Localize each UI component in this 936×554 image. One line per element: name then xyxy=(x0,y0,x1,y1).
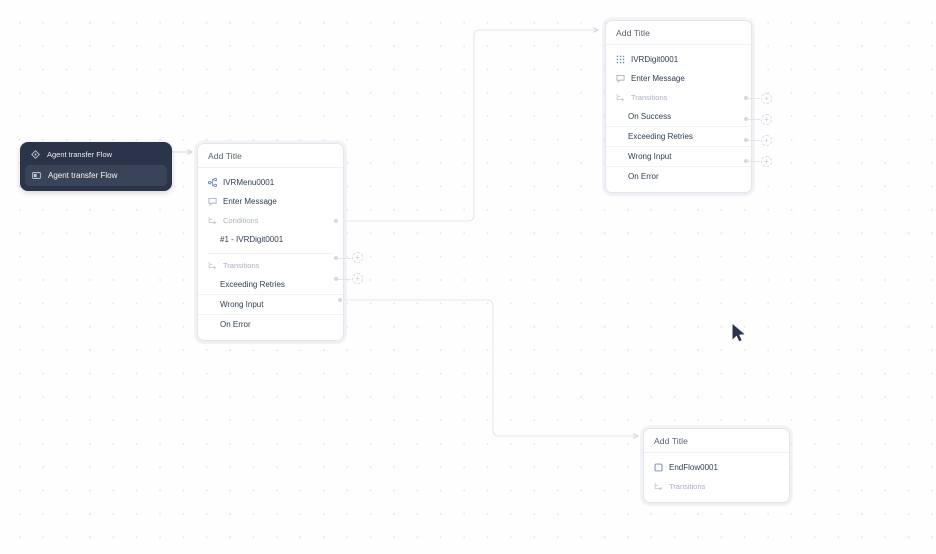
section-transitions: Transitions xyxy=(198,256,343,275)
section-transitions: Transitions xyxy=(606,88,751,107)
end-flow-node[interactable]: Add Title EndFlow0001 xyxy=(643,428,790,503)
edge-source-dot-wrong-input[interactable] xyxy=(334,277,338,281)
row-label: Wrong Input xyxy=(220,300,264,309)
row-divider xyxy=(208,253,333,254)
connector-stub xyxy=(748,140,760,141)
add-connector-button[interactable]: + xyxy=(761,156,772,167)
section-label: Transitions xyxy=(631,93,668,102)
mouse-pointer-icon xyxy=(731,323,747,343)
row-label: Wrong Input xyxy=(628,152,672,161)
row-label: #1 - IVRDigit0001 xyxy=(220,235,284,244)
row-label: On Error xyxy=(628,172,659,181)
row-condition-1[interactable]: #1 - IVRDigit0001 xyxy=(198,230,343,249)
section-label: Conditions xyxy=(223,216,259,225)
edge-source-dot-wrong-input[interactable] xyxy=(744,138,748,142)
branch-icon xyxy=(208,216,217,225)
section-transitions: Transitions xyxy=(644,477,789,496)
node-title[interactable]: Add Title xyxy=(606,21,751,45)
message-bubble-icon xyxy=(208,197,217,206)
row-ivrmenu0001[interactable]: IVRMenu0001 xyxy=(198,173,343,192)
section-conditions: Conditions xyxy=(198,211,343,230)
connector-stub xyxy=(338,258,351,259)
section-label: Transitions xyxy=(223,261,260,270)
row-label: Exceeding Retries xyxy=(220,280,285,289)
ivr-menu-node[interactable]: Add Title IVRMenu0001 xyxy=(197,143,344,341)
edge-source-dot-on-error[interactable] xyxy=(338,298,342,302)
edge-source-dot-on-success[interactable] xyxy=(744,96,748,100)
agent-node-item-label: Agent transfer Flow xyxy=(48,171,118,180)
row-on-error[interactable]: On Error xyxy=(606,166,751,186)
row-enter-message[interactable]: Enter Message xyxy=(606,69,751,88)
row-label: On Error xyxy=(220,320,251,329)
sitemap-icon xyxy=(208,178,217,187)
agent-node-header-label: Agent transfer Flow xyxy=(47,150,113,159)
add-connector-button[interactable]: + xyxy=(761,93,772,104)
node-title[interactable]: Add Title xyxy=(644,429,789,453)
row-on-error[interactable]: On Error xyxy=(198,314,343,334)
connector-stub xyxy=(748,119,760,120)
diamond-node-icon xyxy=(31,150,40,159)
ivr-digit-node[interactable]: Add Title xyxy=(605,20,752,193)
row-ivrdigit0001[interactable]: IVRDigit0001 xyxy=(606,50,751,69)
branch-icon xyxy=(654,482,663,491)
row-on-success[interactable]: On Success xyxy=(606,107,751,126)
row-enter-message[interactable]: Enter Message xyxy=(198,192,343,211)
node-title[interactable]: Add Title xyxy=(198,144,343,168)
node-body: IVRDigit0001 Enter Message xyxy=(606,45,751,192)
connector-stub xyxy=(338,279,351,280)
branch-icon xyxy=(208,261,217,270)
connector-stub xyxy=(748,161,760,162)
add-connector-button[interactable]: + xyxy=(761,135,772,146)
edge-source-dot-exceeding-retries[interactable] xyxy=(334,256,338,260)
row-label: IVRMenu0001 xyxy=(223,178,275,187)
edge-ivrmenu-to-endflow xyxy=(340,299,638,436)
edge-source-dot-exceeding-retries[interactable] xyxy=(744,117,748,121)
row-label: Enter Message xyxy=(631,74,685,83)
keypad-icon xyxy=(616,55,625,64)
branch-icon xyxy=(616,93,625,102)
edge-source-dot-conditions[interactable] xyxy=(334,219,338,223)
row-exceeding-retries[interactable]: Exceeding Retries xyxy=(606,126,751,146)
row-label: Exceeding Retries xyxy=(628,132,693,141)
row-endflow0001[interactable]: EndFlow0001 xyxy=(644,458,789,477)
flow-card-icon xyxy=(32,171,41,180)
section-label: Transitions xyxy=(669,482,706,491)
edge-ivrmenu-to-ivrdigit xyxy=(336,30,598,222)
node-body: IVRMenu0001 Enter Message xyxy=(198,168,343,340)
message-bubble-icon xyxy=(616,74,625,83)
row-label: On Success xyxy=(628,112,672,121)
add-connector-button[interactable]: + xyxy=(352,252,363,263)
row-label: Enter Message xyxy=(223,197,277,206)
agent-transfer-flow-node[interactable]: Agent transfer Flow Agent transfer Flow xyxy=(20,142,172,191)
end-flow-icon xyxy=(654,463,663,472)
row-wrong-input[interactable]: Wrong Input xyxy=(198,294,343,314)
connector-stub xyxy=(748,98,760,99)
add-connector-button[interactable]: + xyxy=(352,273,363,284)
row-exceeding-retries[interactable]: Exceeding Retries xyxy=(198,275,343,294)
agent-node-item[interactable]: Agent transfer Flow xyxy=(25,165,167,186)
agent-node-header: Agent transfer Flow xyxy=(25,147,167,165)
edge-source-dot-on-error[interactable] xyxy=(744,159,748,163)
row-label: IVRDigit0001 xyxy=(631,55,679,64)
add-connector-button[interactable]: + xyxy=(761,114,772,125)
row-label: EndFlow0001 xyxy=(669,463,718,472)
node-body: EndFlow0001 Transitions xyxy=(644,453,789,502)
row-wrong-input[interactable]: Wrong Input xyxy=(606,146,751,166)
